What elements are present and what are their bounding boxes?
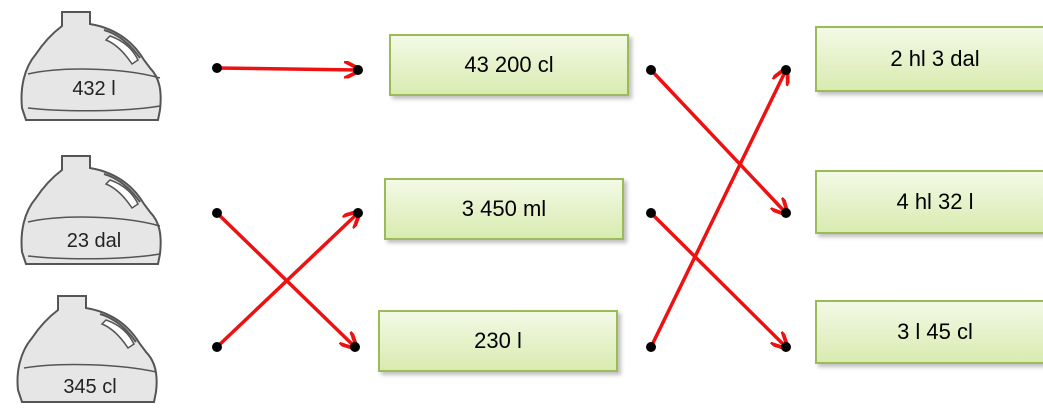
jug-432: 432 l (14, 8, 169, 123)
right-box-2hl-3dal: 2 hl 3 dal (815, 26, 1043, 92)
jug-label: 432 l (72, 78, 116, 100)
arrow-middle-to-right (649, 70, 786, 349)
jug-endpoint-dot (212, 63, 222, 73)
middle-output-dot (646, 342, 656, 352)
middle-input-dot (353, 65, 363, 75)
jug-icon (20, 11, 162, 121)
jug-icon (20, 155, 162, 265)
jug-23-dal: 23 dal (14, 152, 169, 267)
middle-output-dot (646, 65, 656, 75)
arrow-middle-to-right (649, 211, 786, 347)
middle-input-dot (350, 342, 360, 352)
middle-output-dot (646, 208, 656, 218)
middle-box-3450-ml: 3 450 ml (384, 178, 624, 240)
arrow-middle-to-right (649, 68, 786, 213)
right-input-dot (781, 65, 791, 75)
jug-label: 345 cl (63, 376, 117, 398)
right-box-4hl-32l: 4 hl 32 l (815, 170, 1043, 234)
arrow-jug-to-middle (215, 68, 358, 70)
right-input-dot (781, 342, 791, 352)
jug-345-cl: 345 cl (10, 292, 165, 403)
arrow-jug-to-middle (215, 213, 358, 349)
middle-input-dot (353, 208, 363, 218)
jug-icon (16, 295, 158, 403)
jug-label: 23 dal (66, 230, 122, 252)
right-input-dot (781, 208, 791, 218)
jug-endpoint-dot (212, 208, 222, 218)
dots-group (212, 63, 791, 352)
arrows-group (215, 68, 786, 349)
right-box-3l-45cl: 3 l 45 cl (815, 300, 1043, 364)
middle-box-230-l: 230 l (378, 310, 618, 372)
middle-box-43200-cl: 43 200 cl (389, 34, 629, 96)
jug-endpoint-dot (212, 342, 222, 352)
